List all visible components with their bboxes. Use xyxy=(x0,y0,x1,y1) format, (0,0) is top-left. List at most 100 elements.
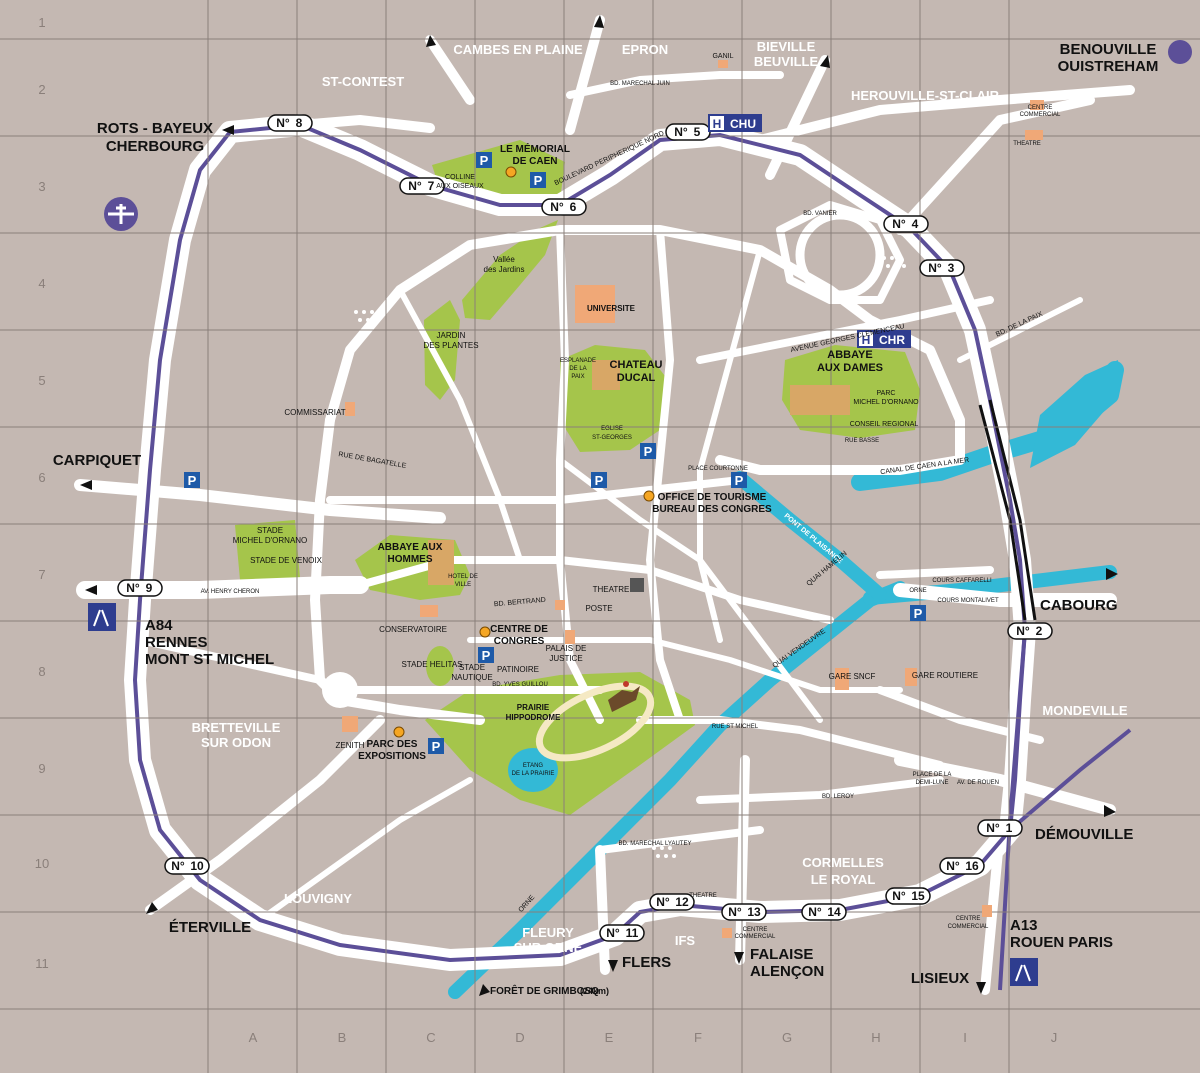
parking-courtonne: P xyxy=(731,472,747,488)
hospital-chr-label: CHR xyxy=(879,333,905,347)
motorway-a84-icon xyxy=(88,603,116,631)
grid-col-j: J xyxy=(1051,1030,1058,1045)
exit-16: N°16 xyxy=(939,857,985,875)
exit-9-sign-label: N° xyxy=(126,581,140,595)
label-congres-2: CONGRES xyxy=(494,636,545,647)
district-beuville: BEUVILLE xyxy=(754,54,819,69)
label-theatre: THEATRE xyxy=(593,585,630,594)
landmark-labels: LE MÉMORIAL DE CAEN CHATEAU DUCAL ABBAYE… xyxy=(201,53,1061,940)
label-memorial-2: DE CAEN xyxy=(512,156,557,167)
expo-marker-icon xyxy=(393,726,405,738)
road-to-eterville xyxy=(145,715,385,915)
label-vallee-1: Vallée xyxy=(493,255,515,264)
dest-lisieux: LISIEUX xyxy=(911,970,969,987)
benouville-icon xyxy=(1168,40,1192,64)
exit-4-sign-label: N° xyxy=(892,217,906,231)
label-st-georges-1: EGLISE xyxy=(601,426,623,432)
road-north-ouistreham xyxy=(895,95,1095,235)
grid-row-6: 6 xyxy=(38,470,45,485)
dest-benouville: BENOUVILLE xyxy=(1060,41,1157,58)
label-patinoire: PATINOIRE xyxy=(497,665,539,674)
label-ganil: GANIL xyxy=(712,53,733,60)
label-hotel-ville-1: HOTEL DE xyxy=(448,574,478,580)
parking-gare: P xyxy=(910,605,926,621)
label-orne-east: ORNE xyxy=(909,588,926,594)
grid-row-11: 11 xyxy=(35,956,49,971)
label-hippodrome-2: HIPPODROME xyxy=(506,713,561,722)
exit-9-label: 9 xyxy=(146,581,153,595)
label-st-georges-2: ST-GEORGES xyxy=(592,435,632,441)
exit-5: N°5 xyxy=(665,123,711,141)
exit-7-sign-label: N° xyxy=(408,179,422,193)
grid-col-c: C xyxy=(426,1030,435,1045)
dest-rennes: RENNES xyxy=(145,634,208,651)
district-herouville: HEROUVILLE-ST-CLAIR xyxy=(851,88,1000,103)
river-orne-south xyxy=(448,581,907,999)
road-to-carpiquet xyxy=(74,479,446,524)
label-abbaye-dames-1: ABBAYE xyxy=(827,349,872,361)
grid-row-9: 9 xyxy=(38,761,45,776)
label-office-1: OFFICE DE TOURISME xyxy=(658,492,767,503)
parking-st-georges-label: P xyxy=(644,444,653,459)
dest-rouen-paris: ROUEN PARIS xyxy=(1010,934,1113,951)
label-cours-montalivet: COURS MONTALIVET xyxy=(937,598,999,604)
arrow-eterville-icon xyxy=(146,902,158,914)
exit-11-label: 11 xyxy=(626,926,639,940)
label-poste: POSTE xyxy=(585,604,612,613)
label-parc-ornano-2: MICHEL D'ORNANO xyxy=(853,399,919,406)
abbaye-dames-building xyxy=(790,385,850,415)
exit-7-label: 7 xyxy=(428,179,435,193)
exit-2-sign-label: N° xyxy=(1016,624,1030,638)
parking-markers: P P P P P P P P P xyxy=(184,152,926,754)
centre-east-west-3 xyxy=(467,637,903,693)
label-abbaye-dames-2: AUX DAMES xyxy=(817,362,883,374)
bretteville-road xyxy=(136,636,324,684)
exit-6: N°6 xyxy=(541,198,587,216)
grid-row-10: 10 xyxy=(35,856,49,871)
district-mondeville: MONDEVILLE xyxy=(1042,703,1128,718)
exit-15-label: 15 xyxy=(911,889,925,903)
district-epron: EPRON xyxy=(622,42,668,57)
district-fleury-2: SUR ORNE xyxy=(514,940,583,955)
parking-congres-label: P xyxy=(482,648,491,663)
exit-10-label: 10 xyxy=(190,859,204,873)
exit-13-label: 13 xyxy=(747,905,761,919)
label-office-2: BUREAU DES CONGRES xyxy=(652,504,772,515)
arrow-demouville-icon xyxy=(1104,805,1116,817)
grid-col-b: B xyxy=(338,1030,347,1045)
label-parc-ornano-1: PARC xyxy=(877,390,896,397)
grid-row-3: 3 xyxy=(38,179,45,194)
hospital-chu: H CHU xyxy=(708,114,762,132)
road-herouville xyxy=(755,85,1135,145)
jardin-des-plantes-park xyxy=(424,300,460,400)
abbaye-hommes-building xyxy=(428,540,454,585)
exit-3-sign-label: N° xyxy=(928,261,942,275)
label-chateau-2: DUCAL xyxy=(617,372,656,384)
exit-16-label: 16 xyxy=(965,859,979,873)
hospital-chr-h: H xyxy=(862,333,871,347)
dest-demouville: DÉMOUVILLE xyxy=(1035,826,1133,843)
theatre-building xyxy=(630,578,644,592)
centre-commercial-north xyxy=(1030,100,1044,110)
label-chateau-1: CHATEAU xyxy=(610,359,663,371)
dest-grimbosq: FORÊT DE GRIMBOSQ xyxy=(490,984,599,997)
arrow-bieville-icon xyxy=(820,55,830,68)
label-centre-commercial-north-2: COMMERCIAL xyxy=(1020,112,1061,118)
label-esplanade-1: ESPLANADE xyxy=(560,358,596,364)
dest-carpiquet: CARPIQUET xyxy=(53,452,141,469)
bassin-st-pierre xyxy=(733,471,887,602)
grid-col-f: F xyxy=(694,1030,702,1045)
dest-a13: A13 xyxy=(1010,917,1038,934)
parking-gare-label: P xyxy=(914,606,923,621)
label-place-demi-lune-1: PLACE DE LA xyxy=(913,772,952,778)
exit-10: N°10 xyxy=(164,857,210,875)
label-colline-1: COLLINE xyxy=(445,174,475,181)
label-colline-2: AUX OISEAUX xyxy=(436,183,484,190)
exit-5-sign-label: N° xyxy=(674,125,688,139)
grid-row-2: 2 xyxy=(38,82,45,97)
exit-6-sign-label: N° xyxy=(550,200,564,214)
exit-15-sign-label: N° xyxy=(892,889,906,903)
tree-cluster-icons xyxy=(354,256,906,858)
grid-col-d: D xyxy=(515,1030,524,1045)
dest-cabourg: CABOURG xyxy=(1040,597,1118,614)
